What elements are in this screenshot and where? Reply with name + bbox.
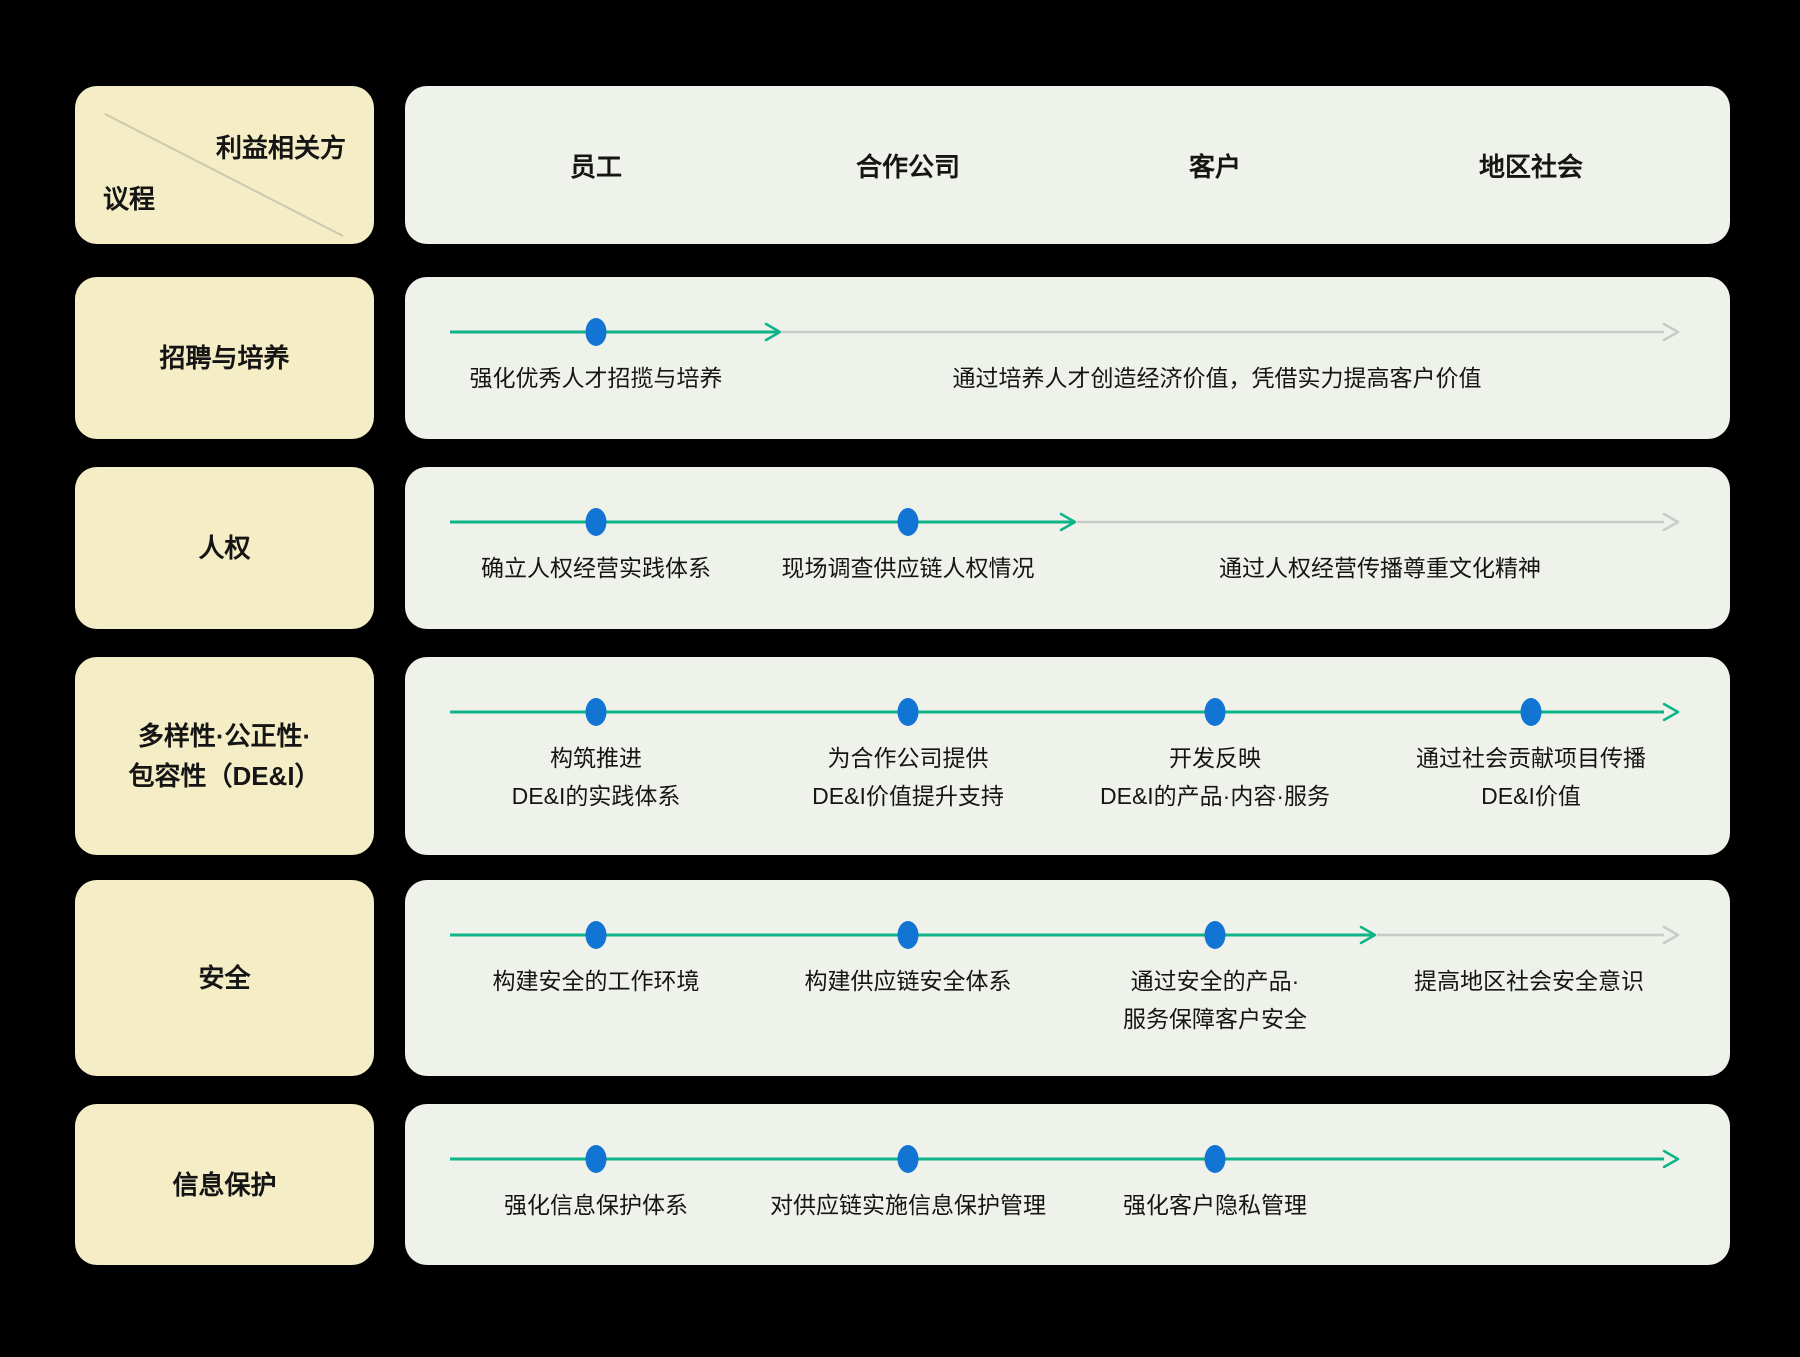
annotation: 提高地区社会安全意识 [1414,968,1644,994]
annotation: 确立人权经营实践体系 [481,555,711,581]
header-partner-companies: 合作公司 [855,151,961,182]
timeline-recruitment [450,318,1680,346]
annotation: 通过人权经营传播尊重文化精神 [1219,555,1541,581]
gray-arrowhead-icon [1662,925,1680,945]
milestone-dot [585,508,607,536]
green-arrowhead-icon [1359,925,1377,945]
row-panel-safety: 构建安全的工作环境 构建供应链安全体系 通过安全的产品· 服务保障客户安全 提高… [405,880,1730,1076]
header-customers: 客户 [1188,151,1242,182]
milestone-dot [1520,698,1542,726]
annotation: 通过社会贡献项目传播 DE&I价值 [1416,745,1646,809]
timeline-dei [450,698,1680,726]
stakeholder-header-panel: 员工 合作公司 客户 地区社会 [405,86,1730,244]
milestone-dot [897,1145,919,1173]
annotation: 通过培养人才创造经济价值，凭借实力提高客户价值 [952,365,1482,391]
annotation: 构建安全的工作环境 [492,968,700,994]
header-employees: 员工 [569,151,623,182]
milestone-dot [1204,698,1226,726]
timeline-human-rights [450,508,1680,536]
annotation: 现场调查供应链人权情况 [781,555,1035,581]
milestone-dot [585,921,607,949]
row-panel-human-rights: 确立人权经营实践体系 现场调查供应链人权情况 通过人权经营传播尊重文化精神 [405,467,1730,629]
annotation: 强化客户隐私管理 [1123,1192,1307,1218]
stakeholders-axis-label: 利益相关方 [215,133,346,163]
milestone-dot [897,508,919,536]
green-arrowhead-icon [1662,702,1680,722]
green-arrowhead-icon [1059,512,1077,532]
agenda-label-info-protection: 信息保护 [75,1104,374,1265]
row-panel-dei: 构筑推进 DE&I的实践体系 为合作公司提供 DE&I价值提升支持 开发反映 D… [405,657,1730,855]
milestone-dot [585,1145,607,1173]
annotation: 对供应链实施信息保护管理 [770,1192,1046,1218]
diagonal-divider [104,113,344,237]
annotation: 开发反映 DE&I的产品·内容·服务 [1100,745,1330,809]
annotation: 强化优秀人才招揽与培养 [469,365,723,391]
annotation: 强化信息保护体系 [504,1192,688,1218]
header-local-community: 地区社会 [1478,151,1584,182]
diagonal-line [104,113,344,237]
row-panel-recruitment: 强化优秀人才招揽与培养 通过培养人才创造经济价值，凭借实力提高客户价值 [405,277,1730,439]
milestone-dot [897,698,919,726]
agenda-label-safety: 安全 [75,880,374,1076]
green-arrowhead-icon [1662,1149,1680,1169]
milestone-dot [1204,921,1226,949]
agenda-axis-label: 议程 [103,184,156,214]
milestone-dot [585,318,607,346]
corner-header-box: 利益相关方 议程 [75,86,374,244]
annotation: 通过安全的产品· 服务保障客户安全 [1123,968,1307,1032]
gray-arrowhead-icon [1662,322,1680,342]
timeline-safety [450,921,1680,949]
green-arrowhead-icon [764,322,782,342]
agenda-label-recruitment: 招聘与培养 [75,277,374,439]
agenda-label-dei: 多样性·公正性· 包容性（DE&I） [75,657,374,855]
gray-arrowhead-icon [1662,512,1680,532]
timeline-info-protection [450,1145,1680,1173]
annotation: 构筑推进 DE&I的实践体系 [511,745,681,809]
milestone-dot [897,921,919,949]
row-panel-info-protection: 强化信息保护体系 对供应链实施信息保护管理 强化客户隐私管理 [405,1104,1730,1265]
milestone-dot [1204,1145,1226,1173]
milestone-dot [585,698,607,726]
annotation: 构建供应链安全体系 [804,968,1012,994]
annotation: 为合作公司提供 DE&I价值提升支持 [812,745,1004,809]
agenda-label-human-rights: 人权 [75,467,374,629]
